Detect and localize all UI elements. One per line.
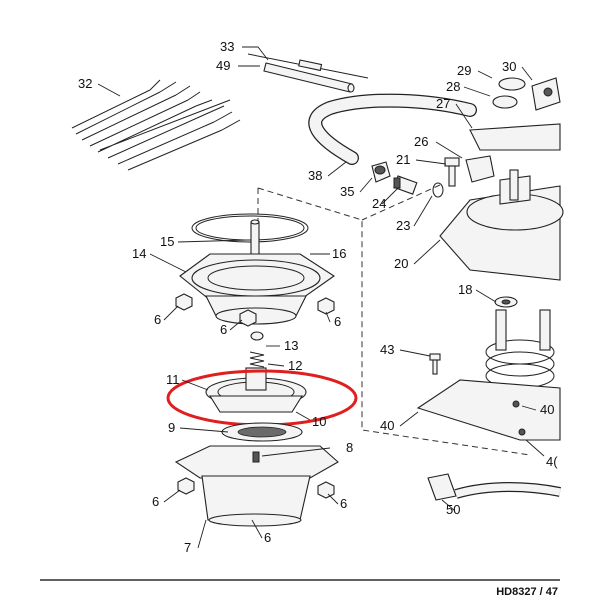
callout-40-left: 40 — [380, 418, 394, 433]
filter-disc-part-9 — [221, 422, 303, 442]
callout-leader-lines — [97, 46, 545, 549]
callout-43: 43 — [380, 342, 394, 357]
callout-21: 21 — [396, 152, 410, 167]
callout-26: 26 — [414, 134, 428, 149]
nut-part-6a — [175, 293, 193, 311]
wire-harness-part — [71, 79, 241, 171]
o-ring-part-23 — [432, 182, 444, 198]
callout-28: 28 — [446, 79, 460, 94]
lower-housing-part-7 — [174, 445, 339, 527]
callout-15: 15 — [160, 234, 174, 249]
nut-part-6c — [317, 297, 335, 315]
callout-32: 32 — [78, 76, 92, 91]
hose-part — [308, 93, 477, 165]
tube-part — [263, 62, 355, 93]
callout-6-lower-right: 6 — [340, 496, 347, 511]
callout-40-right: 40 — [540, 402, 554, 417]
callout-23: 23 — [396, 218, 410, 233]
callout-14: 14 — [132, 246, 146, 261]
callout-33: 33 — [220, 39, 234, 54]
nut-part-6d — [177, 477, 195, 495]
thermostat-assembly — [469, 77, 561, 151]
callout-35: 35 — [340, 184, 354, 199]
ball-part-13 — [250, 331, 264, 341]
callout-16: 16 — [332, 246, 346, 261]
nut-part-35 — [371, 161, 391, 183]
callout-13: 13 — [284, 338, 298, 353]
callout-29: 29 — [457, 63, 471, 78]
callout-38: 38 — [308, 168, 322, 183]
rod-part — [247, 53, 369, 79]
upper-housing-part-14 — [179, 253, 335, 325]
callout-20: 20 — [394, 256, 408, 271]
callout-6-upper-left: 6 — [154, 312, 161, 327]
callout-10: 10 — [312, 414, 326, 429]
page-reference: HD8327 / 47 — [496, 586, 558, 598]
nut-part-6b — [239, 309, 257, 327]
boiler-part — [439, 169, 564, 281]
callout-6-lower-mid: 6 — [264, 530, 271, 545]
washer-part-18 — [494, 296, 518, 308]
screw-part-21 — [444, 157, 460, 187]
callout-30: 30 — [502, 59, 516, 74]
callout-12: 12 — [288, 358, 302, 373]
callout-27: 27 — [436, 96, 450, 111]
fitting-part-24 — [393, 175, 418, 195]
base-plate-part — [416, 379, 561, 441]
heating-element-part — [485, 309, 555, 389]
gasket-part-16 — [191, 213, 309, 243]
callout-6-upper-right: 6 — [334, 314, 341, 329]
spring-part-12 — [249, 351, 265, 368]
callout-50: 50 — [446, 502, 460, 517]
callout-6-upper-mid: 6 — [220, 322, 227, 337]
valve-seat-part — [205, 367, 307, 413]
callout-labels: 33 49 32 29 30 28 27 26 21 38 35 24 23 2… — [78, 39, 558, 555]
callout-40-partial: 4( — [546, 454, 558, 469]
callout-9: 9 — [168, 420, 175, 435]
callout-18: 18 — [458, 282, 472, 297]
callout-7: 7 — [184, 540, 191, 555]
hose-fitting-part-50 — [427, 473, 561, 501]
callout-49: 49 — [216, 58, 230, 73]
callout-11: 11 — [166, 372, 180, 387]
screw-part-43 — [429, 353, 441, 375]
bracket-part-26 — [465, 155, 495, 183]
callout-24: 24 — [372, 196, 386, 211]
nut-part-6e — [317, 481, 335, 499]
callout-8: 8 — [346, 440, 353, 455]
callout-6-lower-left: 6 — [152, 494, 159, 509]
